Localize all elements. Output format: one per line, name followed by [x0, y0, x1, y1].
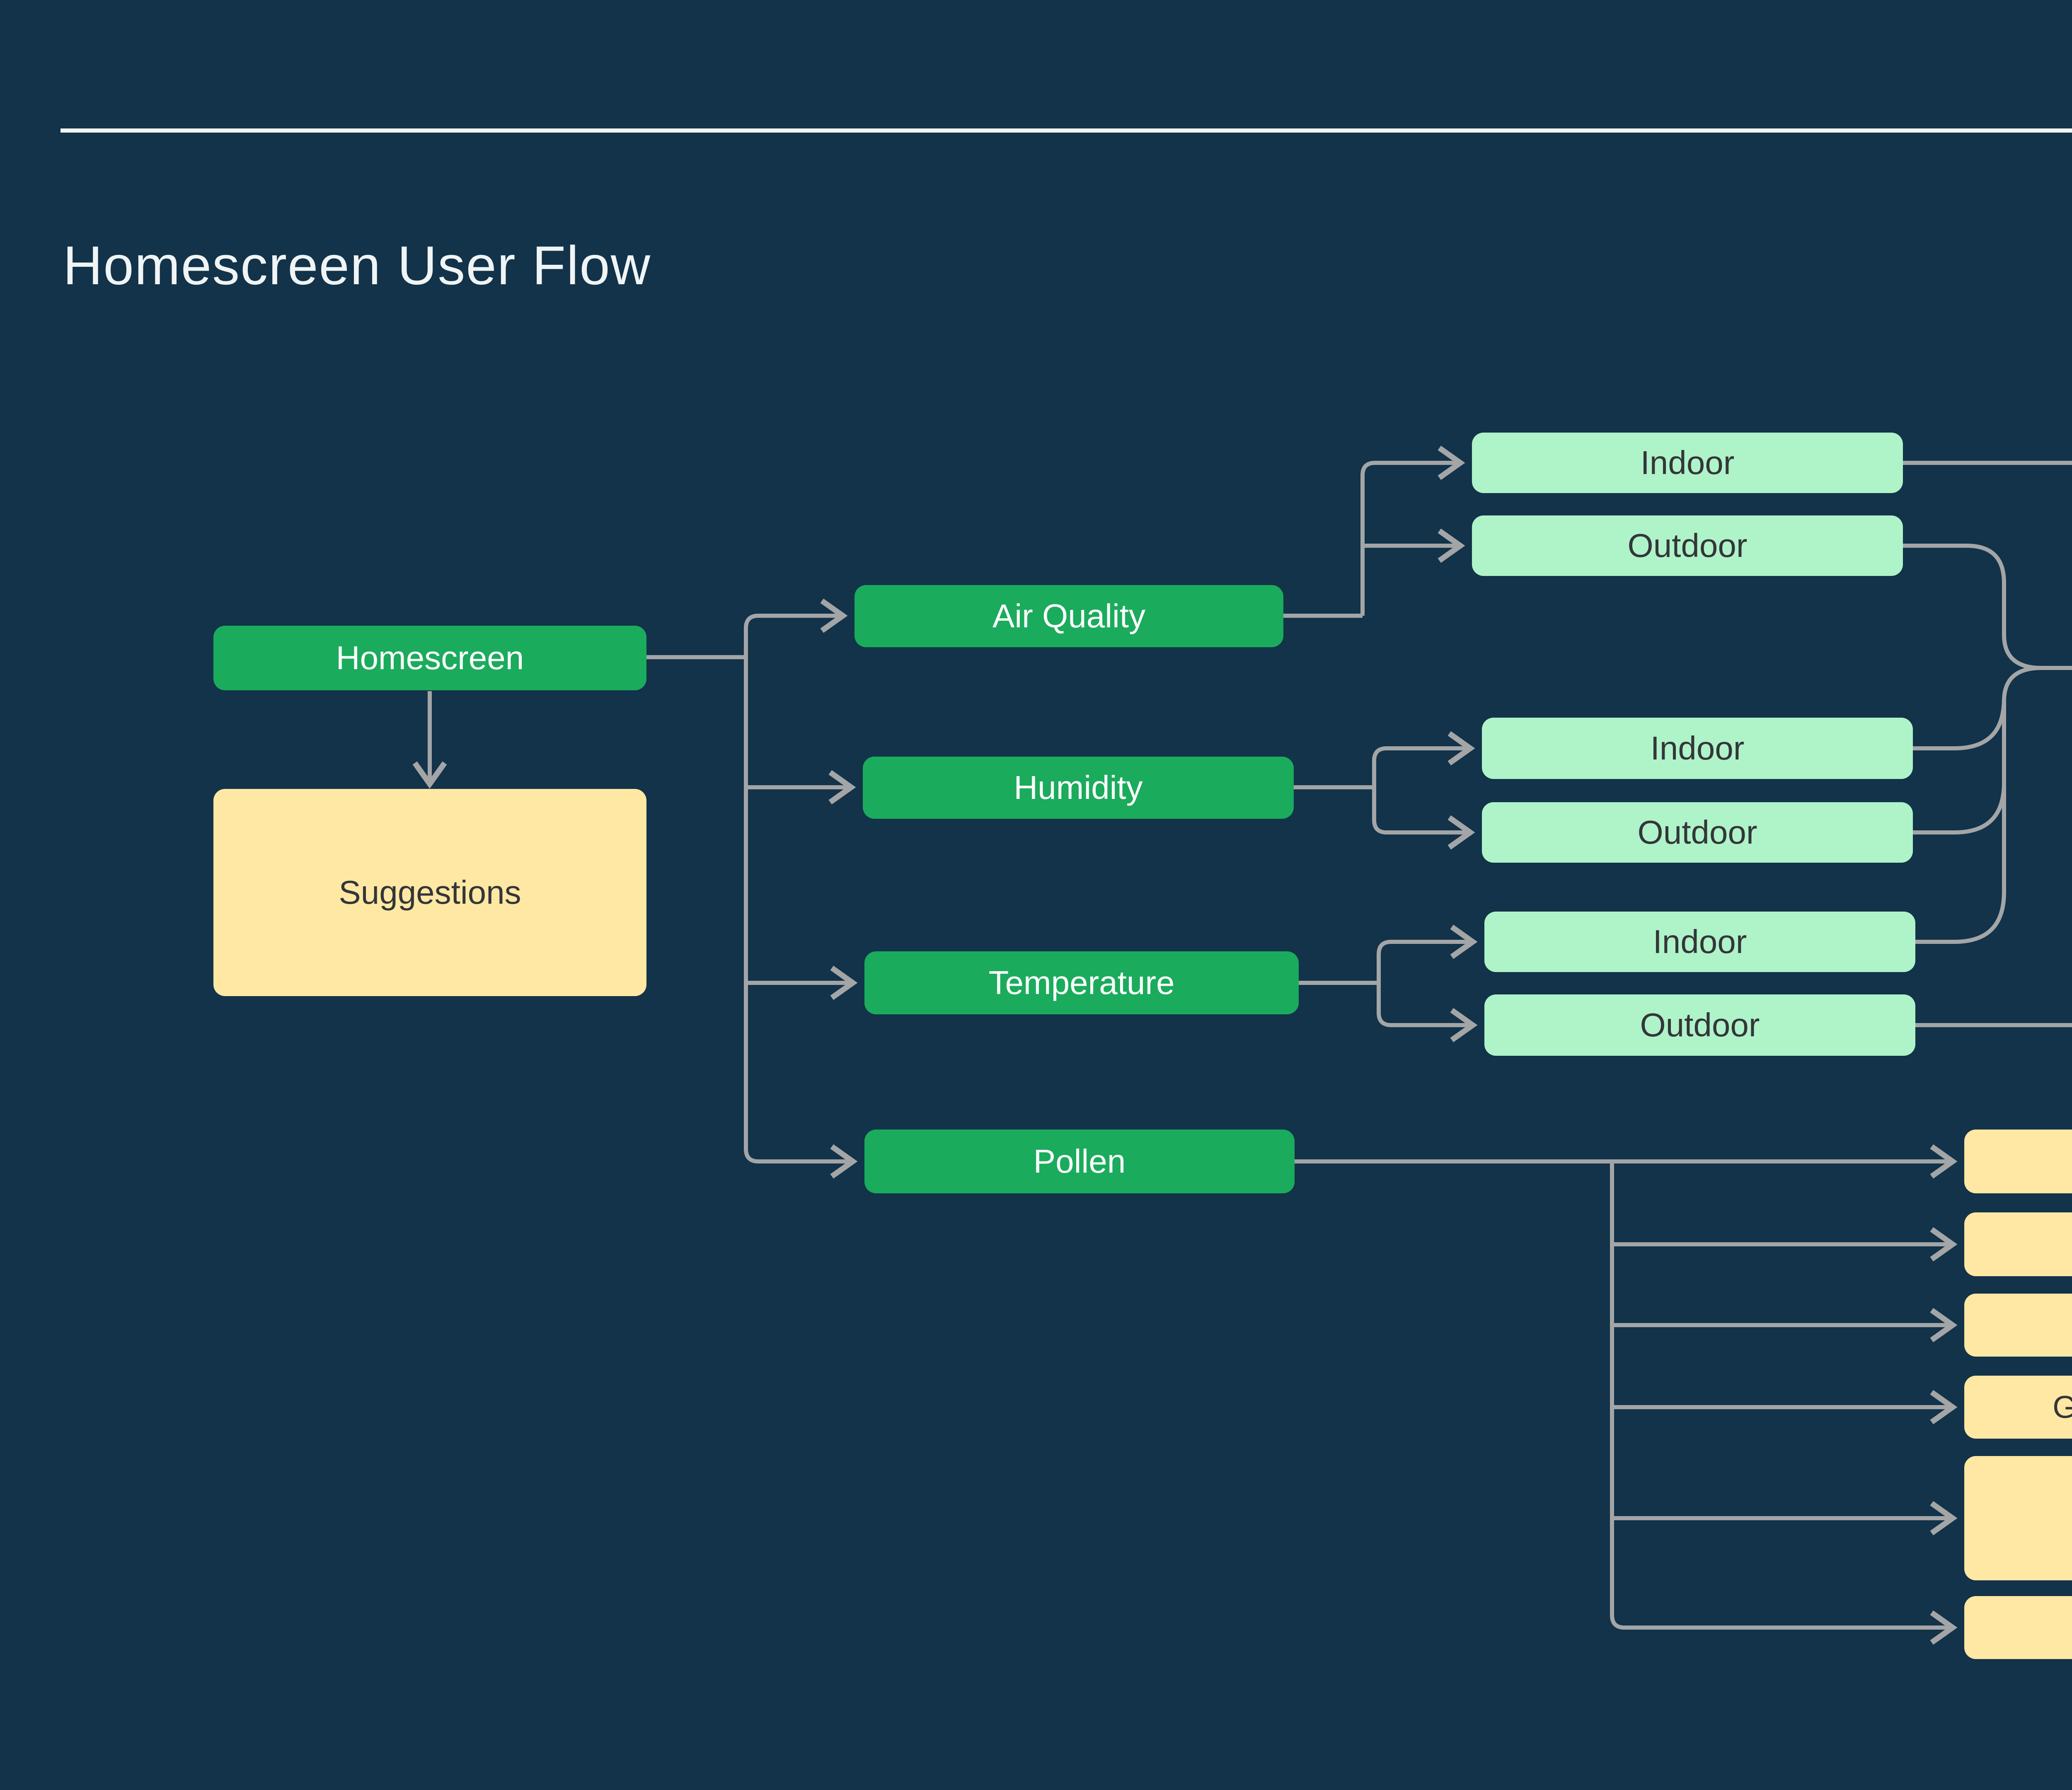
node-pollen-feature-monthly-overview[interactable]: Monthly Overview — [1964, 1212, 2072, 1276]
page-title: Homescreen User Flow — [63, 235, 651, 296]
node-pollen-feature-colour-indicators[interactable]: Use of 3 colour indicators — [1964, 1294, 2072, 1357]
node-pollen-feature-api[interactable]: API_ 20 Pollen — [1964, 1596, 2072, 1659]
node-air-quality-indoor[interactable]: Indoor — [1472, 433, 1903, 493]
node-temperature-outdoor[interactable]: Outdoor — [1484, 994, 1915, 1056]
node-air-quality-outdoor[interactable]: Outdoor — [1472, 515, 1903, 576]
node-homescreen[interactable]: Homescreen — [213, 626, 646, 690]
connectors — [412, 445, 2072, 1645]
node-air-quality[interactable]: Air Quality — [854, 585, 1283, 647]
node-humidity-indoor[interactable]: Indoor — [1482, 718, 1913, 779]
node-pollen-feature-pattern-graph[interactable]: Graph with the pattern of the Pollens — [1964, 1376, 2072, 1439]
top-divider-rule — [61, 128, 2072, 133]
node-temperature[interactable]: Temperature — [864, 951, 1299, 1014]
node-temperature-indoor[interactable]: Indoor — [1484, 912, 1915, 972]
node-pollen[interactable]: Pollen — [864, 1130, 1295, 1193]
node-humidity[interactable]: Humidity — [863, 757, 1294, 819]
node-pollen-feature-warning-suggestion[interactable]: Include Warning Suggestion — [1964, 1456, 2072, 1580]
node-pollen-feature-prefered[interactable]: 4 Pollen Prefered by the user — [1964, 1130, 2072, 1193]
node-suggestions[interactable]: Suggestions — [213, 789, 646, 996]
node-humidity-outdoor[interactable]: Outdoor — [1482, 802, 1913, 863]
